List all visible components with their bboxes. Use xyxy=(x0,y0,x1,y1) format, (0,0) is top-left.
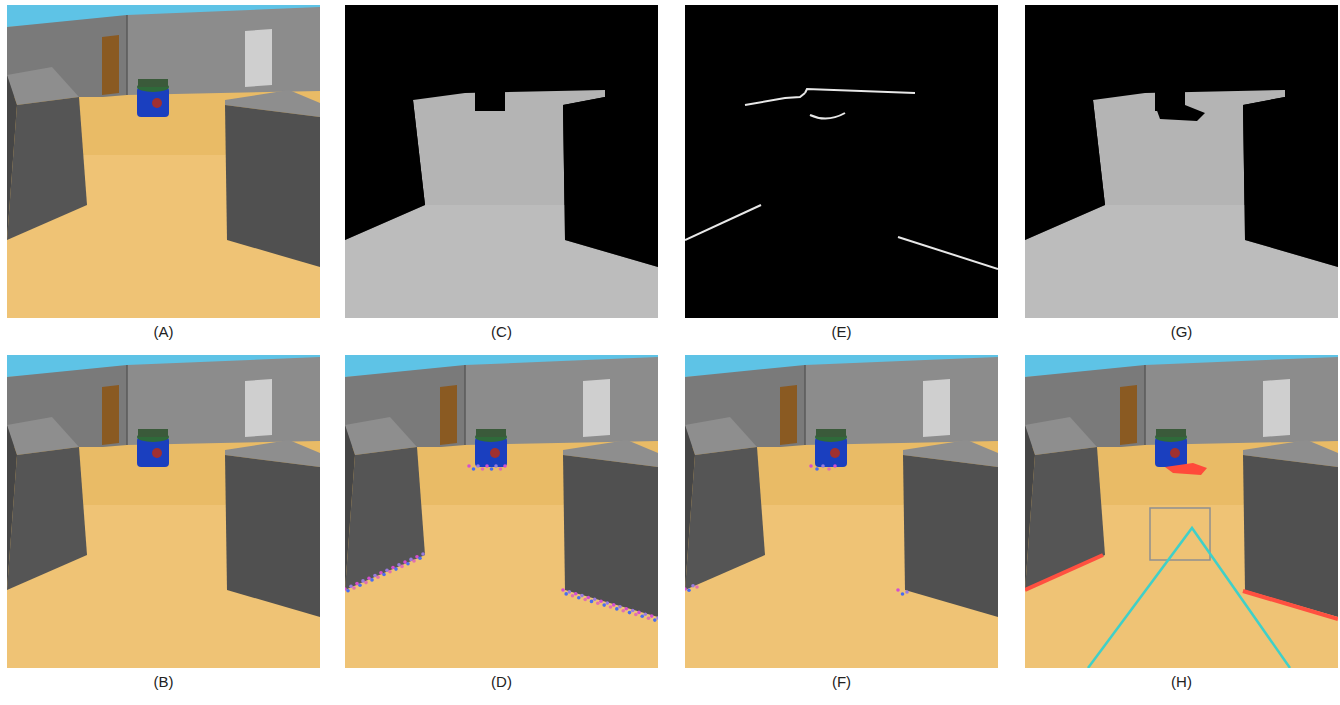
figure-panel xyxy=(685,5,998,318)
panel-label: (B) xyxy=(154,673,174,690)
panel-label: (G) xyxy=(1171,323,1193,340)
figure-panel xyxy=(685,355,998,668)
panel-label: (D) xyxy=(491,673,512,690)
figure-panel xyxy=(1025,355,1338,668)
panel-label: (C) xyxy=(491,323,512,340)
panel-label: (F) xyxy=(832,673,851,690)
panel-label: (E) xyxy=(832,323,852,340)
panel-label: (A) xyxy=(154,323,174,340)
figure-panel xyxy=(7,5,320,318)
figure-panel xyxy=(7,355,320,668)
figure-panel xyxy=(1025,5,1338,318)
panel-label: (H) xyxy=(1171,673,1192,690)
figure-panel xyxy=(345,5,658,318)
figure-panel xyxy=(345,355,658,668)
